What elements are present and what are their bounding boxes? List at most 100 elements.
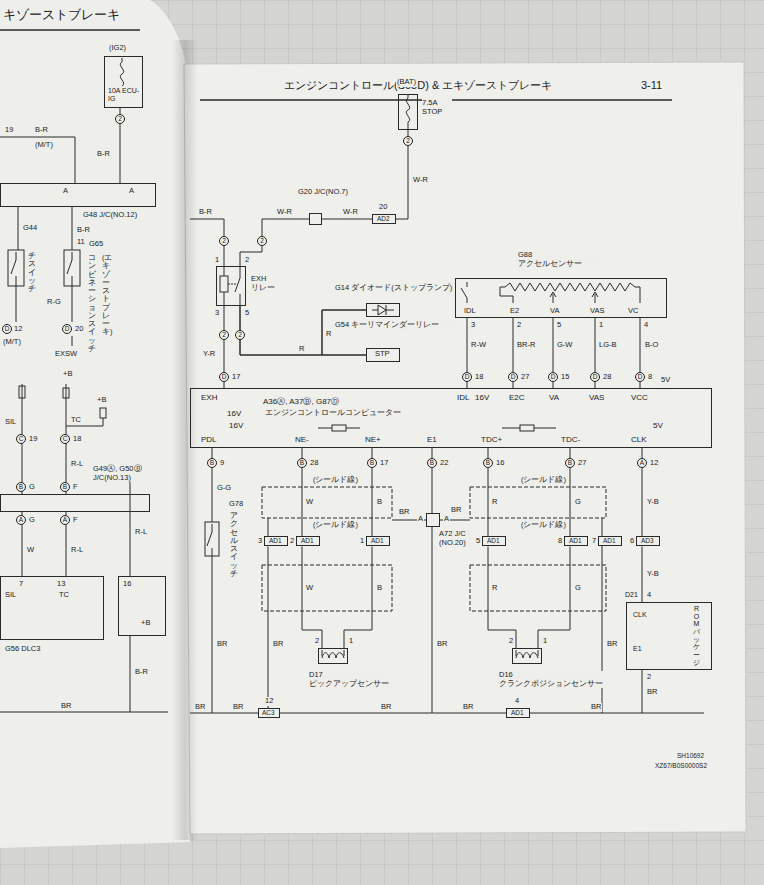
box-text: VAS (590, 307, 604, 316)
diagram-label: 9 (219, 459, 225, 468)
box-text: NE+ (365, 435, 381, 444)
box-text: EXH (201, 393, 217, 402)
diagram-label: 5 (556, 321, 562, 330)
box-text: TC (59, 591, 69, 600)
box-text: AD1 (301, 537, 314, 544)
diagram-label: BR (436, 640, 448, 649)
diagram-label: アクセルスイッチ (230, 512, 238, 578)
diagram-label: A (443, 515, 450, 524)
box-text: AD1 (603, 537, 616, 544)
wire (240, 306, 366, 355)
diagram-label: 27 (577, 459, 587, 468)
wire (642, 546, 643, 602)
diagram-label: 15 (560, 373, 570, 382)
switch-box (64, 250, 80, 286)
diagram-label: BR (590, 703, 602, 712)
diagram-label: G-W (556, 341, 573, 350)
diagram-label: 3 (214, 309, 220, 318)
sensor-coil: D17 ピックアップセンサー (318, 648, 348, 664)
diagram-label: R-L (134, 528, 148, 537)
box-text: 10A ECU-IG (108, 87, 140, 103)
relay-link (228, 284, 237, 285)
connector-box: AD1 (296, 536, 320, 546)
pin-circle: B (297, 458, 307, 468)
box-text: TDC+ (481, 435, 502, 444)
diagram-label: BR (646, 688, 658, 697)
box-text: NE- (295, 435, 309, 444)
pin-circle: D (590, 372, 600, 382)
diagram-label: (BAT) (396, 78, 417, 87)
diagram-label: 5 (475, 537, 481, 546)
coil-symbol (322, 650, 344, 658)
gutter-shade (172, 40, 198, 840)
pin-circle: C (16, 434, 26, 444)
box-text: A72 J/C (NO.20) (439, 530, 479, 547)
box-text: AD1 (371, 537, 384, 544)
diagram-label: 1 (348, 637, 354, 646)
diagram-label: BR (216, 640, 228, 649)
resistor-symbol (505, 283, 635, 291)
box-text: エンジンコントロールコンピューター (265, 408, 401, 417)
diagram-label: 28 (602, 373, 612, 382)
switch-box (8, 250, 24, 286)
diagram-label: F (72, 516, 79, 525)
pin-circle: A (16, 515, 26, 525)
wire (344, 546, 372, 648)
ecu-box: A36Ⓐ, A37Ⓑ, G87ⒹエンジンコントロールコンピューターEXH16VI… (190, 388, 712, 448)
fuse-symbol (406, 94, 409, 130)
diagram-label: BR (60, 702, 72, 711)
box-text: STP (375, 350, 390, 359)
wire (212, 448, 213, 713)
diagram-label: R (491, 498, 498, 507)
wire (280, 713, 506, 714)
diagram-label: (M/T) (2, 338, 22, 347)
diagram-label: B-R (34, 126, 49, 135)
box-text: AD1 (569, 537, 582, 544)
diagram-label: 8 (557, 537, 563, 546)
diagram-label: 20 (74, 325, 84, 334)
diagram-label: 7 (18, 580, 24, 589)
box-text: VA (550, 307, 559, 316)
diagram-label: 4 (646, 591, 652, 600)
diagram-label: 2 (508, 637, 514, 646)
connector-box: AD2 (372, 214, 396, 224)
box-text: 7.5A STOP (422, 99, 452, 116)
diagram-label: 2 (314, 637, 320, 646)
wiper-symbol (550, 292, 598, 297)
diagram-label: 11 (76, 238, 86, 247)
diagram-label: 2 (646, 673, 652, 682)
box-text: G48 J/C(NO.12) (83, 211, 163, 220)
wires (0, 30, 704, 713)
diagram-label: SIL (4, 418, 17, 427)
diagram-label: 13 (56, 580, 66, 589)
diagram-label: コンビネーションスイッチ (88, 254, 96, 353)
diagram-label: 4 (514, 697, 520, 706)
pin-circle: 2 (403, 136, 413, 146)
diagram-label: W-R (276, 208, 293, 217)
box-text: SIL (5, 591, 16, 600)
box-text: AD3 (641, 537, 654, 544)
pin-circle: D (548, 372, 558, 382)
diagram-label: 8 (647, 373, 653, 382)
diagram-label: (エキゾーストブレーキ) (102, 254, 110, 337)
pin-circle: D (219, 372, 229, 382)
diagram-label: 2 (289, 537, 295, 546)
box-text: 5V (653, 421, 663, 430)
box-text: AD2 (377, 215, 390, 222)
box-text: AD1 (487, 537, 500, 544)
diagram-label: G (28, 516, 36, 525)
wire (268, 546, 269, 708)
diagram-label: 2 (244, 256, 250, 265)
diode-symbol (372, 305, 394, 315)
connector-box: AD3 (636, 536, 660, 546)
connector-box: AD1 (264, 536, 288, 546)
diagram-label: G (574, 584, 582, 593)
diode-box: G14 ダイオード(ストップランプ) (366, 303, 400, 317)
diagram-label: BR (272, 640, 284, 649)
box-text: E1 (633, 645, 642, 653)
diagram-label: R (298, 345, 305, 354)
switch-box (205, 522, 219, 556)
diagram-label: 1 (359, 537, 365, 546)
